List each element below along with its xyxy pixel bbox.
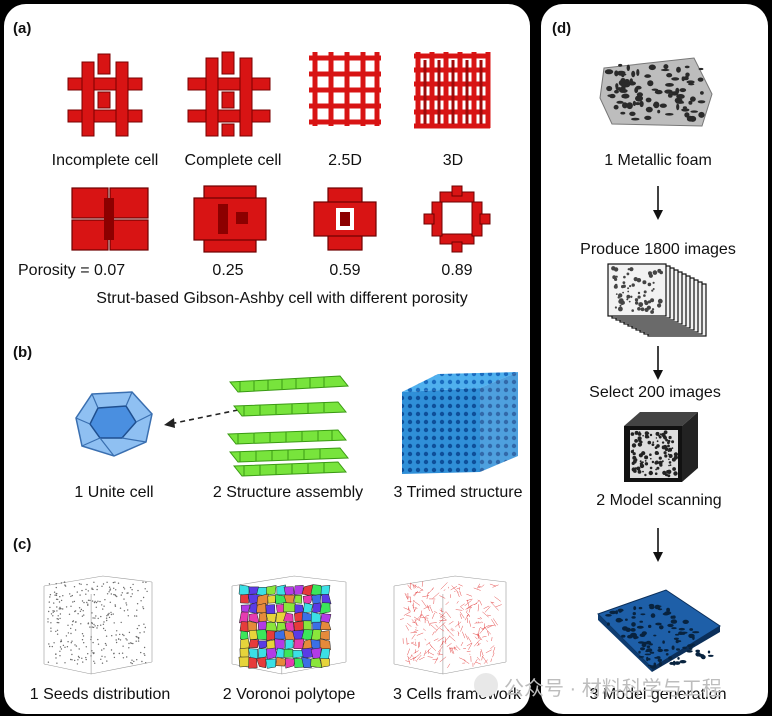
porosity-025-image bbox=[193, 185, 267, 253]
label-3d: 3D bbox=[442, 152, 464, 169]
seeds-distribution-image bbox=[43, 575, 153, 675]
flow-arrow-3 bbox=[653, 528, 663, 562]
label-2-5d: 2.5D bbox=[328, 152, 362, 169]
flow-arrow-2 bbox=[653, 346, 663, 380]
panel-b-tag: (b) bbox=[13, 344, 33, 361]
label-metallic-foam: 1 Metallic foam bbox=[604, 152, 712, 169]
lattice-2-5d-image bbox=[309, 52, 381, 126]
porosity-007-image bbox=[71, 187, 149, 251]
label-porosity-025: 0.25 bbox=[212, 262, 244, 279]
label-select-images: Select 200 images bbox=[589, 384, 721, 401]
assembly-arrow bbox=[164, 409, 239, 428]
label-cells-framework: 3 Cells framework bbox=[392, 686, 522, 703]
panel-a-caption: Strut-based Gibson-Ashby cell with diffe… bbox=[96, 290, 468, 307]
wechat-logo-icon bbox=[474, 673, 498, 697]
cells-framework-image bbox=[393, 575, 507, 675]
watermark-text: 公众号 · 材料科学与工程 bbox=[504, 678, 722, 700]
label-porosity-089: 0.89 bbox=[441, 262, 473, 279]
label-seeds-distribution: 1 Seeds distribution bbox=[29, 686, 171, 703]
incomplete-cell-image bbox=[67, 53, 143, 137]
label-porosity-059: 0.59 bbox=[329, 262, 361, 279]
label-incomplete-cell: Incomplete cell bbox=[51, 152, 159, 169]
flow-arrow-1 bbox=[653, 186, 663, 220]
label-model-scanning: 2 Model scanning bbox=[596, 492, 722, 509]
label-produce-images: Produce 1800 images bbox=[580, 241, 736, 258]
metallic-foam-image bbox=[599, 57, 713, 127]
label-unite-cell: 1 Unite cell bbox=[74, 484, 154, 501]
scan-cube-image bbox=[624, 412, 698, 482]
label-voronoi-polytope: 2 Voronoi polytope bbox=[222, 686, 356, 703]
label-structure-assembly: 2 Structure assembly bbox=[212, 484, 364, 501]
label-complete-cell: Complete cell bbox=[184, 152, 282, 169]
panel-d-tag: (d) bbox=[552, 20, 572, 37]
label-porosity-007: Porosity = 0.07 bbox=[18, 262, 126, 279]
trimmed-structure-image bbox=[402, 372, 518, 474]
label-trimed-structure: 3 Trimed structure bbox=[393, 484, 523, 501]
porosity-059-image bbox=[313, 187, 377, 251]
unit-cell-image bbox=[75, 391, 153, 457]
panel-a-tag: (a) bbox=[13, 20, 32, 37]
model-generation-image bbox=[597, 589, 721, 672]
complete-cell-image bbox=[187, 51, 271, 137]
structure-assembly-image bbox=[226, 375, 350, 477]
image-stack-icon bbox=[607, 263, 707, 337]
lattice-3d-image bbox=[414, 52, 491, 129]
voronoi-polytope-image bbox=[231, 575, 347, 675]
porosity-089-image bbox=[423, 185, 491, 253]
panel-c-tag: (c) bbox=[13, 536, 32, 553]
label-model-generation: 3 Model generation bbox=[589, 686, 727, 703]
